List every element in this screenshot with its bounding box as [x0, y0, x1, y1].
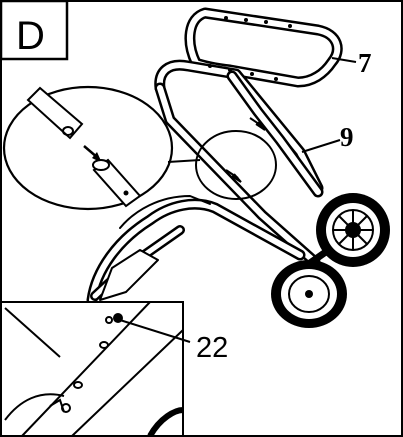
- front-wheel: [271, 260, 347, 328]
- callout-part-7: 7: [358, 48, 372, 78]
- insert-arrows: [225, 117, 266, 183]
- step-label: D: [16, 14, 45, 58]
- callout-leaders: [119, 57, 357, 343]
- callout-part-9: 9: [340, 122, 354, 152]
- inset-detail: [0, 301, 184, 437]
- step-badge: D: [0, 0, 69, 61]
- rear-wheel: [316, 193, 390, 267]
- magnifier-detail: [2, 85, 277, 211]
- callout-part-22: 22: [196, 332, 228, 364]
- frame-rivets: [208, 16, 292, 81]
